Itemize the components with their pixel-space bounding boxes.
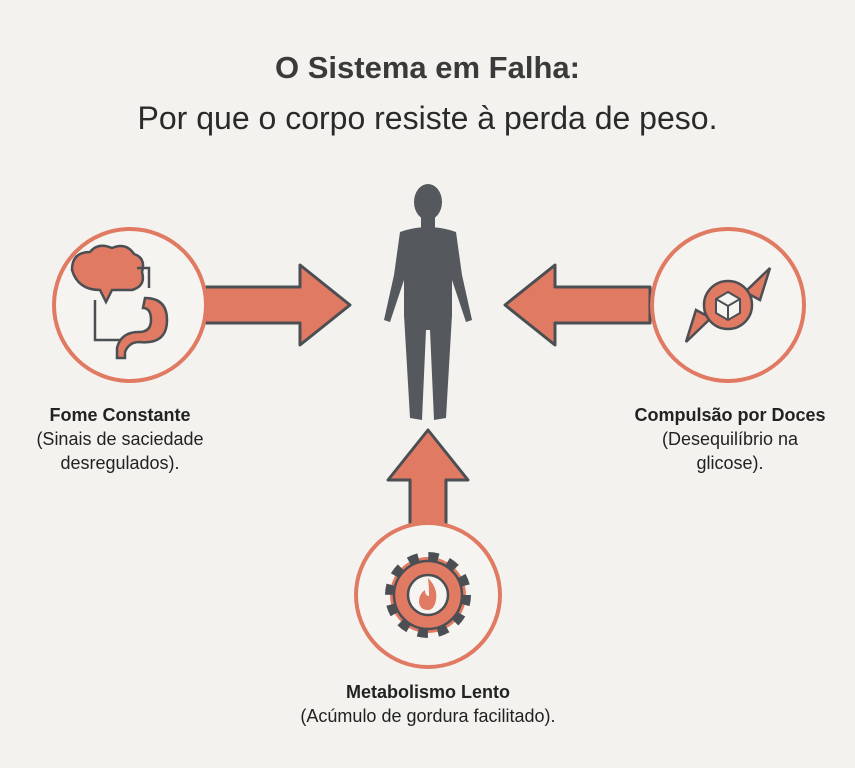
- label-line: (Acúmulo de gordura facilitado).: [300, 706, 556, 726]
- label-title: Compulsão por Doces: [634, 405, 826, 425]
- label-compulsao-por-doces: Compulsão por Doces (Desequilíbrio na gl…: [605, 403, 855, 475]
- arrow-right-to-body: [503, 263, 652, 347]
- human-body-icon: [384, 184, 472, 420]
- label-fome-constante: Fome Constante (Sinais de saciedade desr…: [10, 403, 230, 475]
- label-title: Fome Constante: [49, 405, 191, 425]
- label-line: desregulados).: [60, 453, 180, 473]
- candy-icon: [650, 227, 806, 383]
- arrow-left-to-body: [203, 263, 352, 347]
- page-title: O Sistema em Falha:: [275, 50, 580, 85]
- label-metabolismo-lento: Metabolismo Lento (Acúmulo de gordura fa…: [238, 680, 618, 728]
- brain-stomach-icon: [52, 227, 208, 383]
- gear-flame-icon: [354, 521, 502, 669]
- label-title: Metabolismo Lento: [345, 682, 510, 702]
- page-subtitle: Por que o corpo resiste à perda de peso.: [137, 100, 718, 136]
- label-line: glicose).: [696, 453, 764, 473]
- label-line: (Desequilíbrio na: [661, 429, 799, 449]
- label-line: (Sinais de saciedade: [36, 429, 204, 449]
- arrow-up-to-body: [386, 428, 470, 527]
